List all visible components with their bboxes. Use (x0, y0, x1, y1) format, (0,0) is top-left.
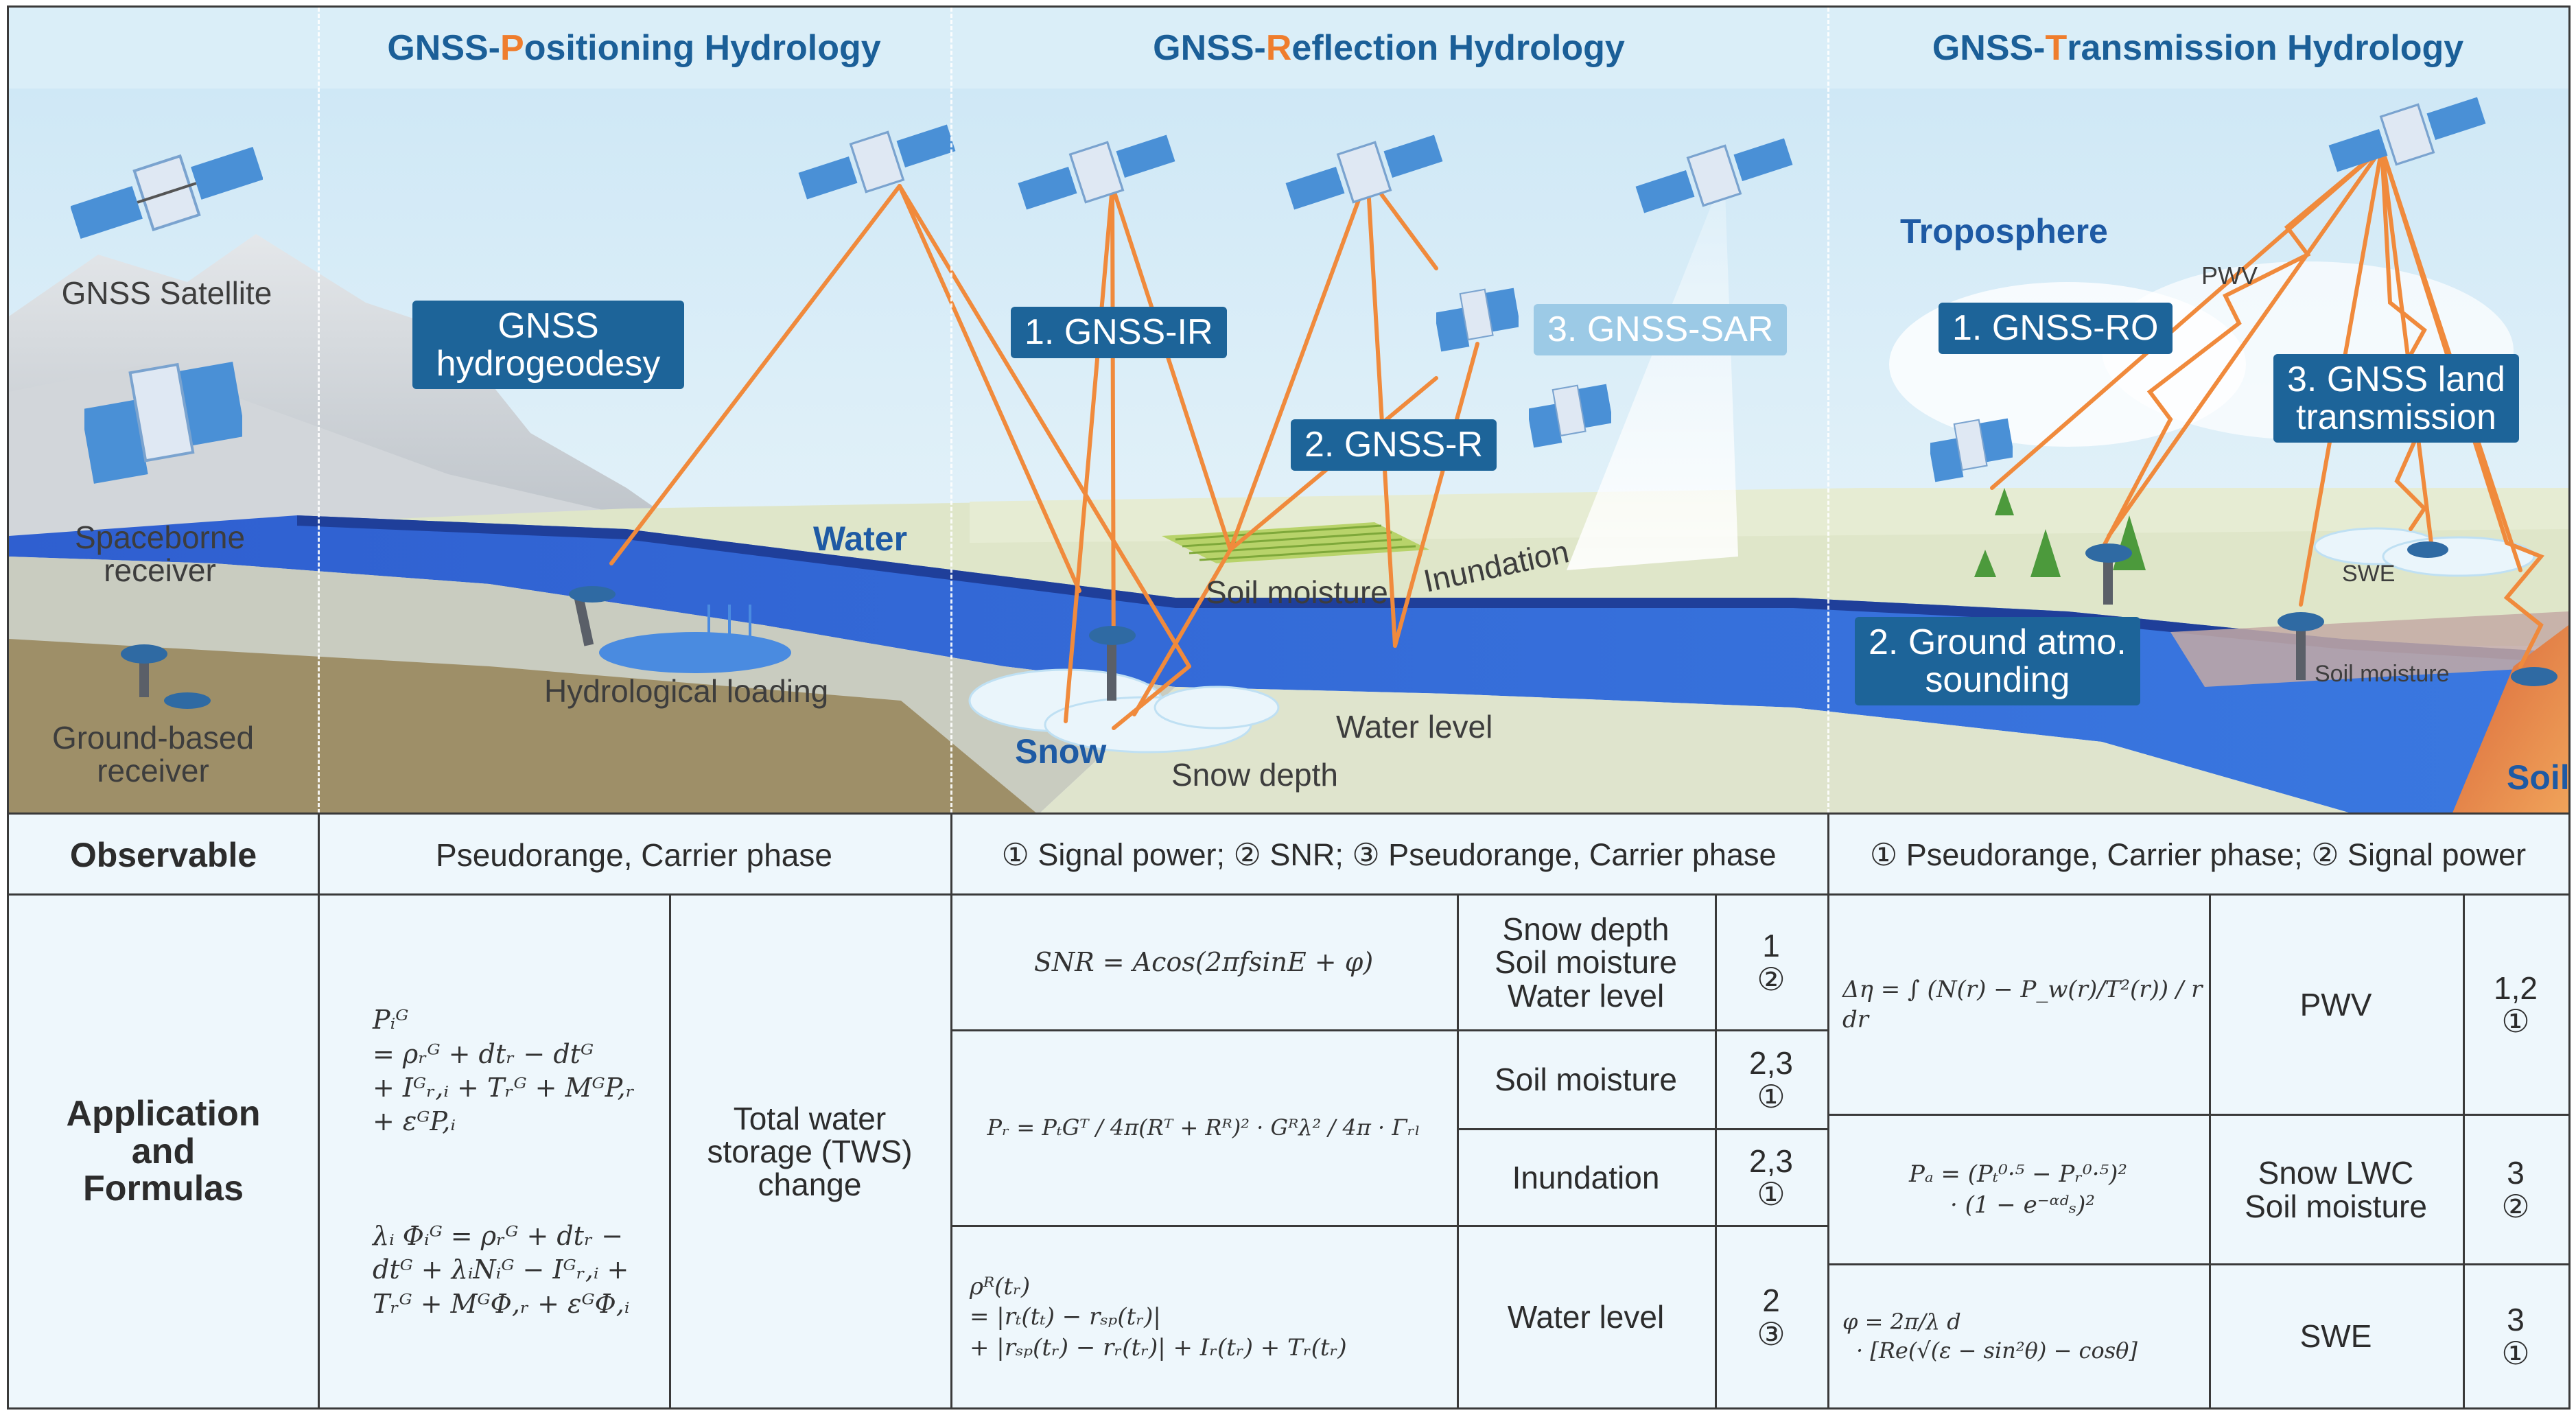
grid-line (1827, 1263, 2568, 1265)
spaceborne-receiver-icon (1930, 418, 2013, 482)
app-swe: SWE (2299, 1318, 2372, 1355)
grid-line (9, 812, 2568, 815)
grid-line (2463, 896, 2465, 1407)
formula-phase: φ = 2π/λ d · [Re(√(ε − sin²θ) − cosθ] (1842, 1308, 2138, 1364)
grid-line (669, 896, 671, 1407)
label-gnss-satellite: GNSS Satellite (61, 275, 272, 311)
formula-range: ρᴿ(tᵣ) = |rₜ(tₜ) − rₛₚ(tᵣ)| + |rₛₚ(tᵣ) −… (970, 1273, 1347, 1361)
grid-line (318, 815, 320, 1407)
satellite-icon (1285, 135, 1443, 210)
formula-carrier-phase: λᵢ Φᵢᴳ = ρᵣᴳ + dtᵣ − dtᴳ + λᵢNᵢᴳ − Iᴳᵣ,ᵢ… (373, 1220, 630, 1319)
scene-illustration (9, 89, 2568, 815)
observable-transmission: ① Pseudorange, Carrier phase; ② Signal p… (1869, 837, 2527, 873)
formula-delta-eta: Δη = ∫ (N(r) − P_w(r)/T²(r)) / r dr (1842, 975, 2203, 1033)
box-ground-atmo-sounding: 2. Ground atmo.sounding (1855, 617, 2140, 706)
column-divider (1827, 8, 1829, 813)
grid-line (950, 1029, 1827, 1031)
label-troposphere: Troposphere (1900, 212, 2108, 250)
observable-positioning: Pseudorange, Carrier phase (436, 837, 832, 873)
observable-label: Observable (69, 835, 257, 874)
satellite-icon (1635, 138, 1793, 213)
grid-line (950, 1225, 1827, 1227)
label-pwv: PWV (2201, 261, 2258, 290)
grid-line (1715, 896, 1717, 1407)
river (9, 515, 2568, 815)
formula-attenuation: Pₐ = (Pₜ⁰·⁵ − Pᵣ⁰·⁵)² · (1 − e⁻ᵅᵈₛ)² (1908, 1160, 2128, 1219)
observable-row-bg (9, 815, 2568, 896)
grid-line (1827, 1114, 2568, 1116)
satellite-icon (798, 124, 956, 200)
formula-pseudorange: Pᵢᴳ = ρᵣᴳ + dtᵣ − dtᴳ + Iᴳᵣ,ᵢ + Tᵣᴳ + Mᴳ… (373, 1005, 635, 1137)
grid-line (2209, 896, 2211, 1407)
satellite-icon (71, 146, 263, 239)
box-gnss-sar: 3. GNSS-SAR (1534, 304, 1788, 355)
app-soil-moisture: Soil moisture (1495, 1062, 1677, 1098)
column-divider (318, 8, 320, 813)
app-water-level: Water level (1507, 1299, 1665, 1335)
app-pwv: PWV (2299, 986, 2372, 1022)
label-swe: SWE (2342, 561, 2396, 587)
formula-snr: SNR = Acos(2πfsinE + φ) (1033, 946, 1374, 977)
observable-reflection: ① Signal power; ② SNR; ③ Pseudorange, Ca… (1001, 837, 1777, 873)
formula-row-bg (9, 896, 2568, 1407)
label-soil-moisture: Soil moisture (1206, 574, 1388, 610)
box-gnss-ro: 1. GNSS-RO (1939, 303, 2173, 354)
grid-line (1457, 1128, 1827, 1130)
satellite-icon (2328, 97, 2486, 172)
label-snow-depth: Snow depth (1171, 757, 1338, 793)
label-soil: Soil (2507, 758, 2570, 797)
box-gnss-ir: 1. GNSS-IR (1011, 307, 1227, 358)
satellite-icon (1018, 135, 1175, 210)
spaceborne-receiver-icon (1436, 288, 1519, 352)
label-hydrological-loading: Hydrological loading (544, 673, 829, 709)
box-gnss-r: 2. GNSS-R (1291, 419, 1497, 471)
label-water-level: Water level (1336, 709, 1493, 745)
grid-line (1457, 896, 1459, 1407)
grid-line (9, 893, 2568, 896)
grid-line (1827, 815, 1829, 1407)
label-snow: Snow (1015, 732, 1107, 771)
label-water: Water (813, 519, 908, 558)
app-inundation: Inundation (1512, 1159, 1660, 1195)
grid-line (950, 815, 952, 1407)
formula-received-power: Pᵣ = PₜGᵀ / 4π(Rᵀ + Rᴿ)² · Gᴿλ² / 4π · Γ… (987, 1114, 1420, 1141)
spaceborne-receiver-icon (84, 362, 242, 484)
spaceborne-receiver-icon (1529, 384, 1611, 448)
header-bar-left (9, 8, 318, 89)
column-divider (950, 8, 952, 813)
soil-field (2170, 611, 2568, 687)
label-soil-moisture-small: Soil moisture (2315, 661, 2450, 687)
